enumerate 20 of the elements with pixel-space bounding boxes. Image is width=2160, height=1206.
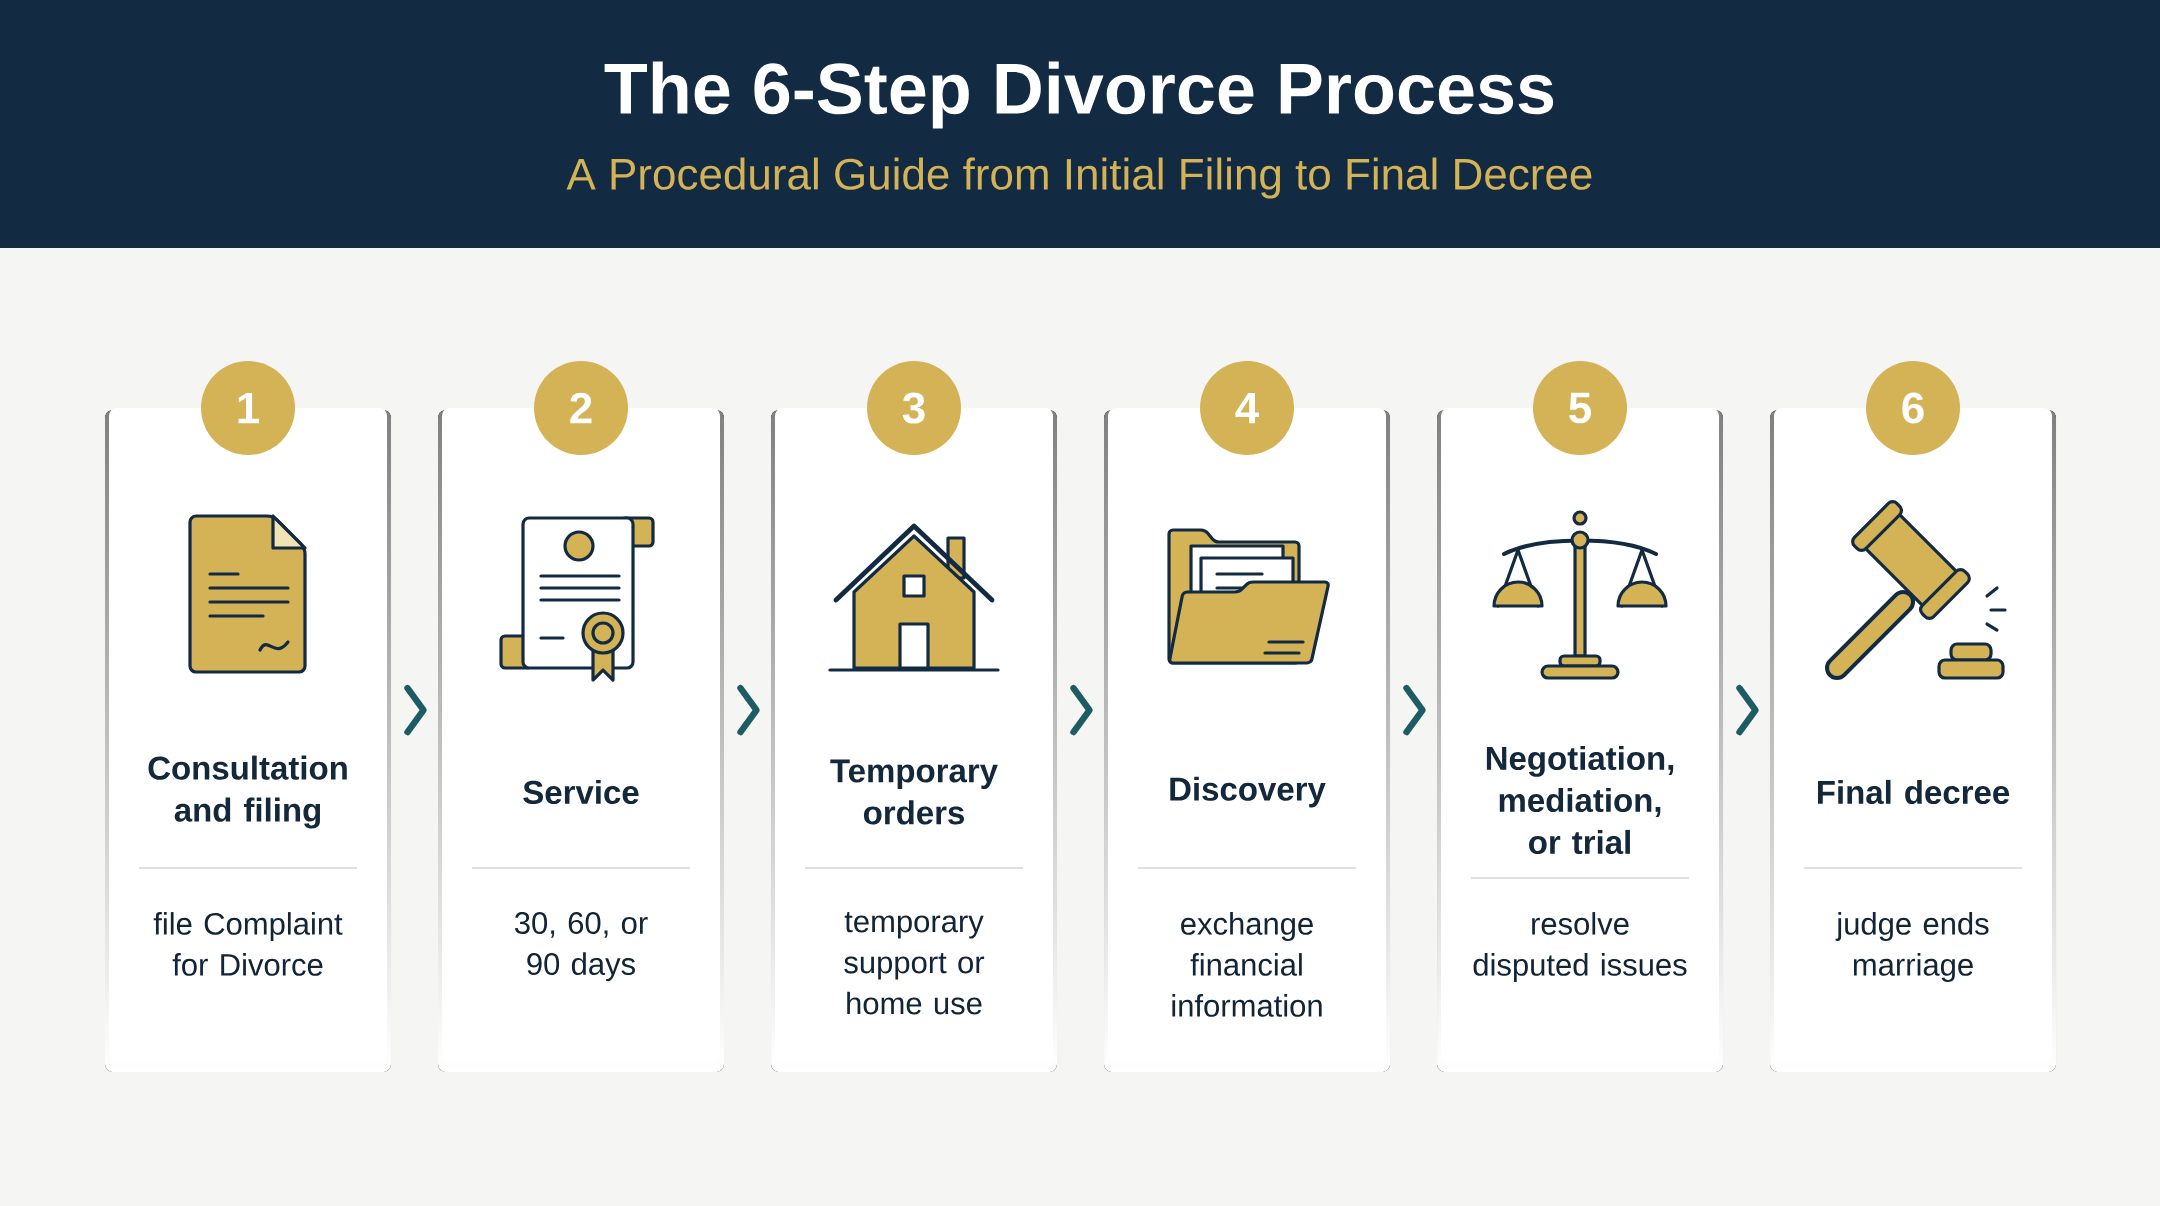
step-description: temporary support or home use [844, 912, 985, 1015]
step-description: judge ends marriage [1835, 912, 1989, 982]
subtitle: A Procedural Guide from Initial Filing to Final Decree [566, 157, 1592, 199]
number-badge: 6 [1866, 361, 1960, 455]
step-description: 30, 60, or 90 days [515, 912, 648, 982]
number-badge: 1 [201, 361, 295, 455]
number-badge: 3 [867, 361, 961, 455]
number-badge: 5 [1533, 361, 1627, 455]
step-description: resolve disputed issues [1473, 912, 1687, 982]
title: The 6-Step Divorce Process [604, 61, 1554, 129]
step-title: Negotiation, mediation, or trial [1486, 745, 1674, 855]
step-title: Final decree [1818, 779, 2010, 805]
number-badge: 2 [534, 361, 628, 455]
step-title: Consultation and filing [148, 755, 347, 829]
step-description: exchange financial information [1172, 912, 1322, 1017]
step-title: Temporary orders [830, 759, 998, 825]
number-badge: 4 [1200, 361, 1294, 455]
step-title: Discovery [1170, 776, 1326, 808]
step-description: file Complaint for Divorce [153, 912, 343, 976]
step-title: Service [523, 779, 639, 805]
